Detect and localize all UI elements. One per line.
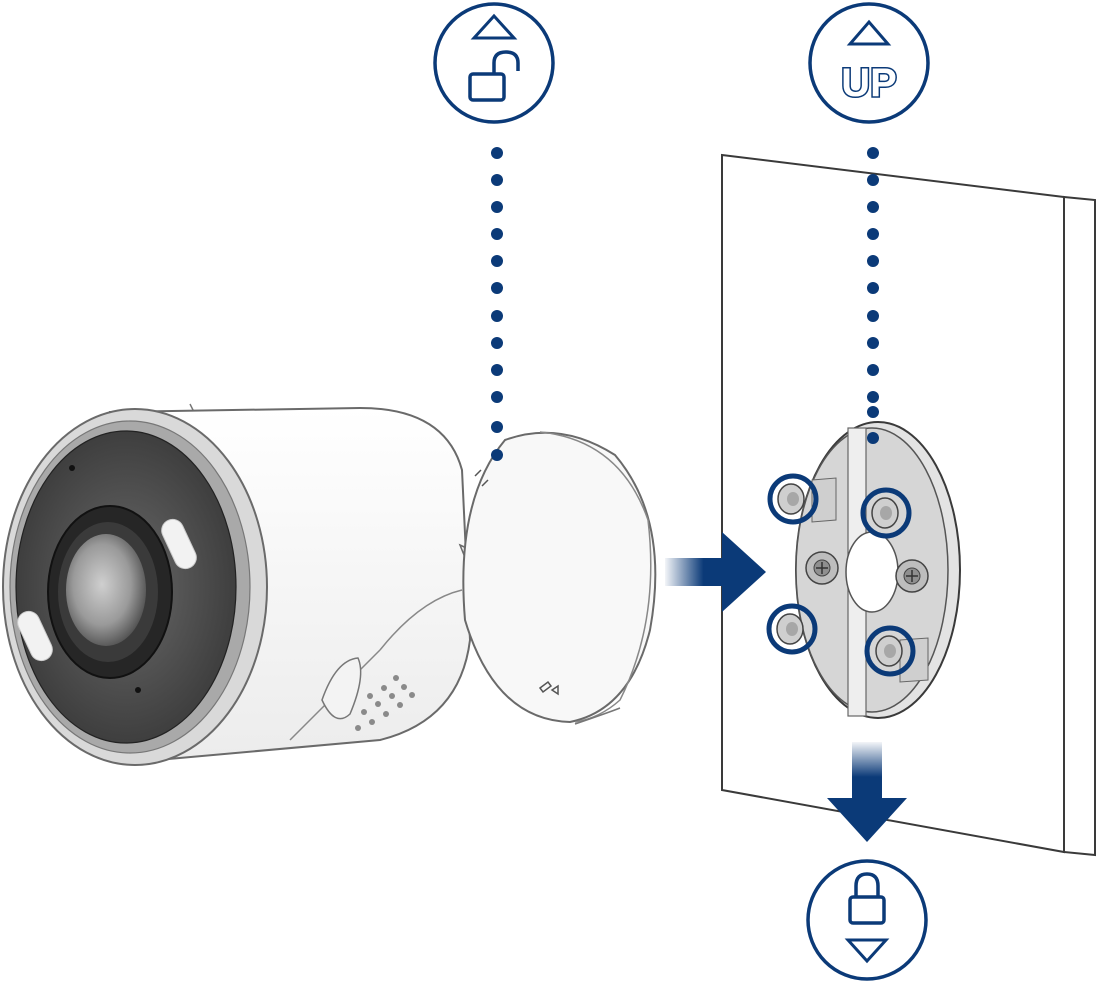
arrow-right [665,532,766,612]
center-screw-left [805,551,839,585]
screw-callouts [766,473,916,677]
callout-circle [860,487,912,539]
callout-circle [864,625,916,677]
arrow-down [827,742,907,842]
dotted-guide-left [491,147,503,461]
mount-post-top-left [777,483,805,515]
mount-post-bottom-right [875,635,903,667]
mount-post-bottom-left [776,613,804,645]
camera-lens [47,505,173,679]
center-screw-right [895,559,929,593]
mount-plate [795,421,961,719]
ir-led [17,610,53,662]
up-icon: UP [808,2,930,124]
camera [2,403,657,766]
up-label: UP [841,61,897,105]
callout-circle [766,603,818,655]
unlock-icon [433,2,555,124]
callout-circle [767,473,819,525]
mount-post-top-right [871,497,899,529]
lock-icon [806,859,928,981]
ir-led [161,518,197,570]
dotted-guide-right [867,147,879,444]
